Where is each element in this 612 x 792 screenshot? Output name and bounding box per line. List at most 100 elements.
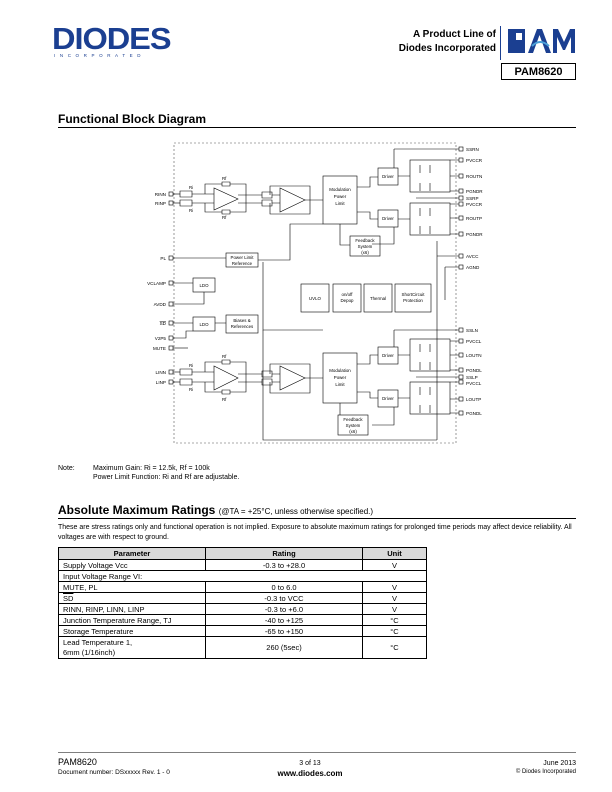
note-line-2: Power Limit Function: Ri and Rf are adju…: [93, 474, 240, 481]
pam-logo: [508, 29, 575, 53]
section-title-block-diagram: Functional Block Diagram: [58, 112, 207, 126]
lead-temp-l1: Lead Temperature 1,: [63, 637, 133, 647]
header-divider: [500, 26, 501, 60]
modulation-bot-l1: Modulation: [329, 368, 351, 373]
driver-top-2: Driver: [382, 216, 394, 221]
short-l1: ShortCircuit: [402, 292, 426, 297]
cell-unit: V: [362, 603, 427, 615]
section-rule-2: [58, 518, 576, 519]
pin-pgndr-1: PGNDR: [466, 189, 483, 194]
pin-sslp: SSLP: [466, 375, 478, 380]
biases-l2: References: [231, 324, 254, 329]
feedback-bot-l2: System: [346, 423, 361, 428]
pin-loutn: LOUTN: [466, 353, 482, 358]
feedback-top-l3: (x6): [361, 250, 369, 255]
pin-pgndl-1: PGNDL: [466, 368, 482, 373]
table-row: Lead Temperature 1, 6mm (1/16inch) 260 (…: [58, 636, 427, 659]
driver-top-1: Driver: [382, 174, 394, 179]
cell-rating: -40 to +125: [205, 614, 363, 626]
cell-unit: V: [362, 559, 427, 571]
right-top-pins: [458, 146, 464, 416]
cell-unit: °C: [362, 636, 427, 659]
col-unit: Unit: [362, 547, 427, 560]
pin-linn: LINN: [156, 370, 166, 375]
ri-label-2: Ri: [189, 208, 193, 213]
pin-sd: SD: [160, 321, 167, 326]
pin-pl: PL: [160, 256, 166, 261]
footer-doc-number: Document number: DSxxxxx Rev. 1 - 0: [58, 769, 170, 776]
table-row: Input Voltage Range VI:: [58, 570, 427, 582]
onoff-l1: on/off: [342, 292, 354, 297]
ri-label-4: Ri: [189, 387, 193, 392]
ldo-label-1: LDO: [199, 283, 209, 288]
modulation-top-l3: Limit: [335, 201, 345, 206]
pin-ssrn: SSRN: [466, 147, 479, 152]
pin-pvccr-1: PVCCR: [466, 158, 483, 163]
functional-block-diagram: SSRN PVCCR ROUTN PGNDR SSRP PVCCR ROUTP …: [147, 142, 483, 444]
lead-temp-l2: 6mm (1/16inch): [63, 647, 116, 657]
part-number-box: PAM8620: [501, 63, 576, 80]
product-line-1: A Product Line of: [413, 29, 496, 40]
pin-pvccr-2: PVCCR: [466, 202, 483, 207]
pin-pvccl-1: PVCCL: [466, 339, 482, 344]
modulation-bot-l2: Power: [334, 375, 347, 380]
pin-rinn: RINN: [155, 192, 166, 197]
cell-rating: 0 to 6.0: [205, 581, 363, 593]
section-rule: [58, 127, 576, 128]
cell-param: Lead Temperature 1, 6mm (1/16inch): [58, 636, 206, 659]
pin-v2p5: V2P5: [155, 336, 167, 341]
rf-label-1: Rf: [222, 176, 227, 181]
cell-rating: -0.3 to +6.0: [205, 603, 363, 615]
cell-rating: -0.3 to +28.0: [205, 559, 363, 571]
footer-copyright: © Diodes Incorporated: [515, 769, 576, 775]
cell-param: MUTE, PL: [58, 581, 206, 593]
footer-part: PAM8620: [58, 757, 97, 767]
pin-rinp: RINP: [155, 201, 166, 206]
driver-bot-1: Driver: [382, 353, 394, 358]
ratings-intro: These are stress ratings only and functi…: [58, 524, 572, 541]
cell-param: Input Voltage Range VI:: [58, 570, 427, 582]
modulation-top-l2: Power: [334, 194, 347, 199]
thermal-label: Thermal: [370, 296, 386, 301]
cell-rating: -0.3 to VCC: [205, 592, 363, 604]
short-l2: Protection: [403, 298, 423, 303]
footer-date: June 2013: [543, 760, 576, 767]
note-line-1: Maximum Gain: Ri = 12.5k, Rf = 100k: [93, 465, 210, 472]
pin-avdd: AVDD: [154, 302, 167, 307]
cell-unit: °C: [362, 614, 427, 626]
cell-unit: V: [362, 592, 427, 604]
col-rating: Rating: [205, 547, 363, 560]
table-header-row: Parameter Rating Unit: [58, 547, 427, 560]
pin-ssrp: SSRP: [466, 196, 479, 201]
product-line-2: Diodes Incorporated: [398, 43, 496, 54]
rf-label-2: Rf: [222, 215, 227, 220]
pin-mute: MUTE: [153, 346, 166, 351]
modulation-bot-l3: Limit: [335, 382, 345, 387]
cell-param: RINN, RINP, LINN, LINP: [58, 603, 206, 615]
table-row: Junction Temperature Range, TJ -40 to +1…: [58, 614, 427, 626]
ldo-label-2: LDO: [199, 322, 209, 327]
pin-pgndl-2: PGNDL: [466, 411, 482, 416]
biases-l1: Biases &: [233, 318, 250, 323]
table-row: RINN, RINP, LINN, LINP -0.3 to +6.0 V: [58, 603, 427, 615]
note-label: Note:: [58, 465, 75, 472]
cell-param: Junction Temperature Range, TJ: [58, 614, 206, 626]
pin-vclamp: VCLAMP: [147, 281, 166, 286]
cell-param: Storage Temperature: [58, 625, 206, 637]
modulation-top-l1: Modulation: [329, 187, 351, 192]
pin-pgndr-2: PGNDR: [466, 232, 483, 237]
table-row: Storage Temperature -65 to +150 °C: [58, 625, 427, 637]
feedback-bot-l3: (x6): [349, 429, 357, 434]
section-title-ratings: Absolute Maximum Ratings (@TA = +25°C, u…: [58, 503, 373, 517]
pin-loutp: LOUTP: [466, 397, 481, 402]
pin-routp: ROUTP: [466, 216, 482, 221]
ratings-subtitle: (@TA = +25°C, unless otherwise specified…: [218, 507, 374, 516]
pin-routn: ROUTN: [466, 174, 482, 179]
product-line-text: A Product Line of Diodes Incorporated: [399, 28, 496, 56]
driver-bot-2: Driver: [382, 396, 394, 401]
pin-pvccl-2: PVCCL: [466, 381, 482, 386]
footer-url[interactable]: www.diodes.com: [277, 769, 343, 778]
cell-param: Supply Voltage Vcc: [58, 559, 206, 571]
power-limit-l2: Reference: [232, 261, 253, 266]
table-row: Supply Voltage Vcc -0.3 to +28.0 V: [58, 559, 427, 571]
